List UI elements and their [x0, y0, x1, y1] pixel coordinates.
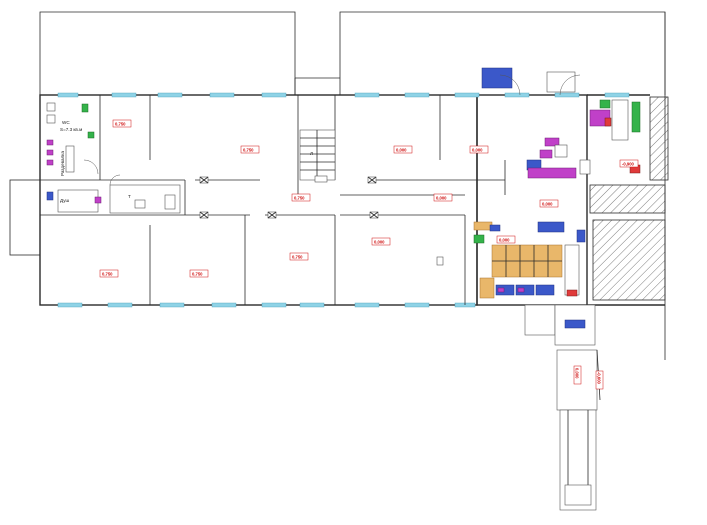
- level-label: 0,000: [575, 368, 580, 379]
- production-equipment: [481, 67, 641, 179]
- wc-room: [46, 102, 181, 214]
- level-label: 0,750: [102, 272, 113, 277]
- level-label: 0,750: [294, 196, 305, 201]
- level-label: 0,000: [396, 148, 407, 153]
- upper-building-outline: [39, 11, 666, 95]
- staircase: [299, 129, 336, 183]
- level-label: -0,600: [597, 372, 602, 385]
- level-label: 0,000: [472, 148, 483, 153]
- wc-area-label: S=7.3 кв.м: [60, 127, 82, 132]
- shower-label: Душ: [60, 198, 70, 203]
- level-label: 0,000: [374, 240, 385, 245]
- wardrobe-label: Раздевалка: [60, 151, 65, 176]
- level-label: 0,750: [243, 148, 254, 153]
- level-label: 0,000: [542, 202, 553, 207]
- column-markers: [199, 176, 444, 266]
- level-label: 0,750: [292, 255, 303, 260]
- level-label: 0,000: [436, 196, 447, 201]
- stair-label: Л: [310, 151, 313, 156]
- storage-equipment: [473, 221, 586, 299]
- room-level-markers: 0,750 0,750 0,000 0,000 0,750 0,000 0,00…: [99, 119, 639, 390]
- level-label: 0,750: [192, 272, 203, 277]
- level-label: 0,750: [115, 122, 126, 127]
- wc-label: WC: [62, 120, 70, 125]
- level-label: -0,900: [622, 162, 635, 167]
- windows-bottom: [57, 302, 476, 308]
- loading-ramp: [524, 304, 601, 511]
- toilet-label: Т: [128, 194, 131, 199]
- hatched-areas: [589, 96, 669, 301]
- windows-top: [57, 92, 630, 98]
- level-label: 0,000: [499, 238, 510, 243]
